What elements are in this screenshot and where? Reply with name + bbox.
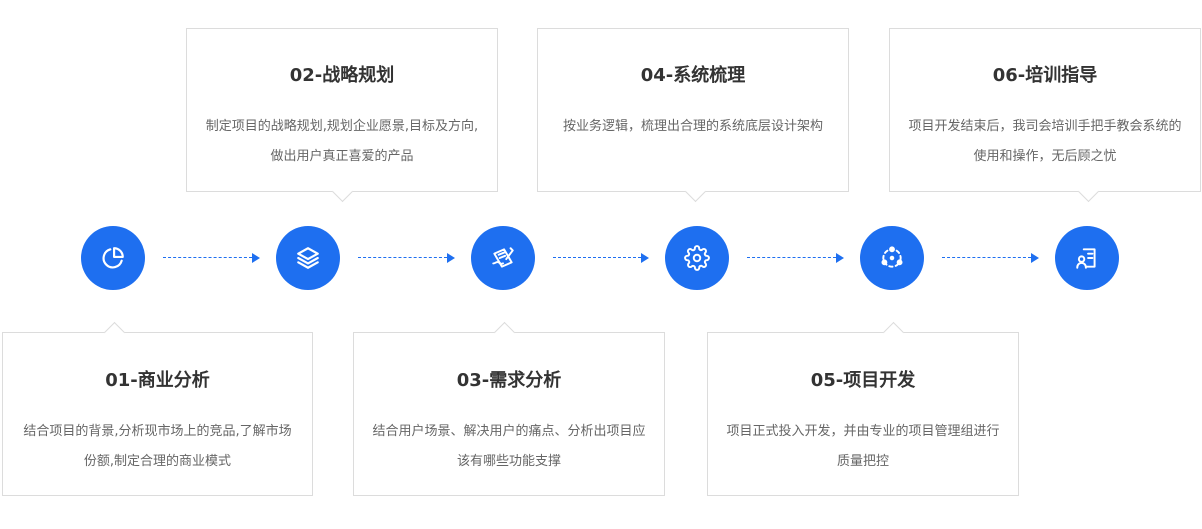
flow-arrow: [163, 253, 260, 263]
step-card-01: 01-商业分析 结合项目的背景,分析现市场上的竞品,了解市场份额,制定合理的商业…: [2, 321, 313, 496]
step-description: 项目正式投入开发，并由专业的项目管理组进行质量把控: [726, 424, 1000, 469]
document-pen-icon: [492, 247, 514, 268]
network-icon: [881, 246, 903, 268]
flow-arrow: [553, 253, 649, 263]
step-06-node: [1055, 226, 1119, 290]
card-pointer: [493, 321, 516, 344]
step-01-node: [81, 226, 145, 290]
step-title: 05-项目开发: [810, 370, 916, 391]
step-description: 结合项目的背景,分析现市场上的竞品,了解市场份额,制定合理的商业模式: [23, 424, 292, 469]
step-card-05: 05-项目开发 项目正式投入开发，并由专业的项目管理组进行质量把控: [707, 321, 1019, 496]
layers-icon: [297, 247, 319, 269]
pie-chart-icon: [102, 247, 124, 269]
step-title: 03-需求分析: [456, 370, 562, 391]
user-guide-icon: [1076, 248, 1096, 269]
step-title: 04-系统梳理: [640, 65, 746, 86]
step-card-06: 06-培训指导 项目开发结束后，我司会培训手把手教会系统的使用和操作，无后顾之忧: [889, 28, 1201, 203]
step-03-node: [471, 226, 535, 290]
card-pointer: [103, 321, 126, 344]
card-pointer: [331, 180, 354, 203]
step-card-02: 02-战略规划 制定项目的战略规划,规划企业愿景,目标及方向,做出用户真正喜爱的…: [186, 28, 498, 203]
step-card-04: 04-系统梳理 按业务逻辑，梳理出合理的系统底层设计架构: [537, 28, 849, 203]
card-pointer: [882, 321, 905, 344]
flow-arrow: [942, 253, 1039, 263]
flow-arrow: [747, 253, 844, 263]
step-02-node: [276, 226, 340, 290]
step-description: 按业务逻辑，梳理出合理的系统底层设计架构: [562, 119, 823, 134]
flow-arrow: [358, 253, 455, 263]
step-title: 06-培训指导: [992, 65, 1098, 86]
step-description: 结合用户场景、解决用户的痛点、分析出项目应该有哪些功能支撑: [372, 424, 646, 469]
step-title: 01-商业分析: [105, 370, 210, 391]
step-title: 02-战略规划: [289, 65, 395, 86]
step-card-03: 03-需求分析 结合用户场景、解决用户的痛点、分析出项目应该有哪些功能支撑: [353, 321, 665, 496]
gear-icon: [684, 245, 710, 271]
card-pointer: [1077, 180, 1100, 203]
step-04-node: [665, 226, 729, 290]
card-pointer: [684, 180, 707, 203]
step-description: 制定项目的战略规划,规划企业愿景,目标及方向,做出用户真正喜爱的产品: [205, 119, 479, 164]
step-05-node: [860, 226, 924, 290]
step-description: 项目开发结束后，我司会培训手把手教会系统的使用和操作，无后顾之忧: [908, 119, 1182, 164]
